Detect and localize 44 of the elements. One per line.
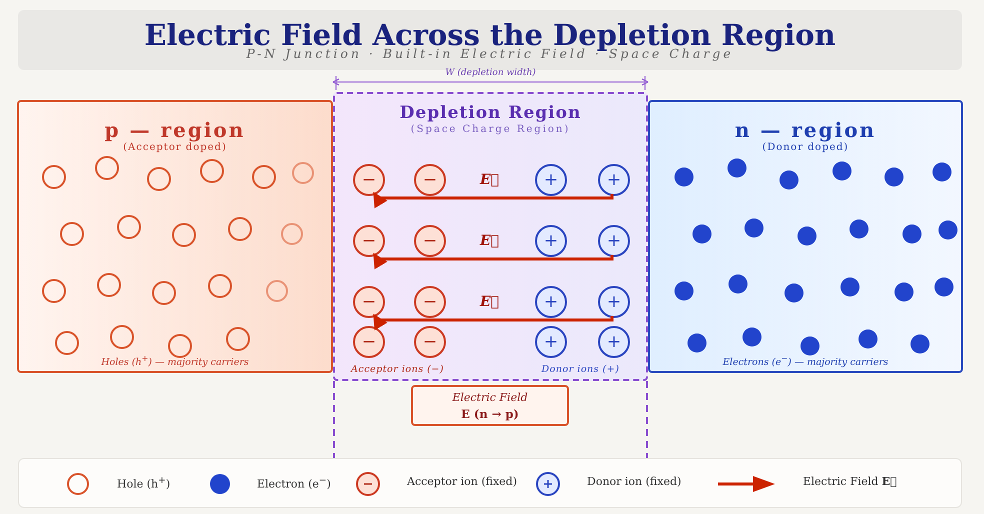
- legend-label: Electric Field E⃗: [803, 475, 897, 488]
- region-subheading: (Donor doped): [761, 142, 850, 153]
- region-heading: n — region: [734, 118, 878, 142]
- ion-caption: Donor ions (+): [540, 364, 620, 375]
- ion-caption: Acceptor ions (−): [349, 364, 445, 375]
- carrier-caption: Electrons (e$^{−}$) — majority carriers: [722, 354, 890, 368]
- field-arrow: [372, 192, 614, 208]
- field-direction-box: [411, 385, 569, 426]
- field-formula: E (n → p): [460, 407, 520, 421]
- legend-label: Donor ion (fixed): [587, 475, 682, 488]
- region-subheading: (Space Charge Region): [410, 124, 572, 135]
- depletion-region-panel: [333, 92, 648, 381]
- dimension-label: W (depletion width): [444, 68, 537, 78]
- donor-ion: +: [535, 225, 567, 257]
- edge-label: E⃗: [478, 294, 500, 310]
- region-subheading: (Acceptor doped): [122, 142, 228, 153]
- region-heading: p — region: [104, 118, 246, 142]
- field-arrow: [372, 314, 614, 330]
- donor-ion: +: [598, 225, 630, 257]
- acceptor-ion: −: [414, 286, 446, 318]
- n-region-panel: [648, 100, 963, 373]
- carrier-caption: Holes (h$^{+}$) — majority carriers: [100, 354, 250, 368]
- acceptor-ion: −: [414, 164, 446, 196]
- edge-label: E⃗: [478, 233, 500, 249]
- acceptor-ion: −: [353, 225, 385, 257]
- donor-ion: +: [535, 286, 567, 318]
- legend-label: Acceptor ion (fixed): [407, 475, 518, 488]
- donor-ion: +: [535, 164, 567, 196]
- acceptor-ion: −: [353, 286, 385, 318]
- donor-ion: +: [535, 326, 567, 358]
- region-heading: Depletion Region: [398, 103, 582, 123]
- field-heading: Electric Field: [451, 391, 529, 404]
- p-region-panel: [17, 100, 333, 373]
- acceptor-ion: −: [353, 326, 385, 358]
- donor-ion: +: [598, 286, 630, 318]
- acceptor-ion: −: [353, 164, 385, 196]
- donor-ion: +: [598, 326, 630, 358]
- edge-label: E⃗: [478, 172, 500, 188]
- donor-ion: +: [598, 164, 630, 196]
- field-arrow: [372, 252, 614, 270]
- legend-label: Electron (e$^{−}$): [257, 475, 331, 491]
- legend-label: Hole (h$^{+}$): [117, 475, 170, 491]
- acceptor-ion: −: [414, 225, 446, 257]
- acceptor-ion: −: [414, 326, 446, 358]
